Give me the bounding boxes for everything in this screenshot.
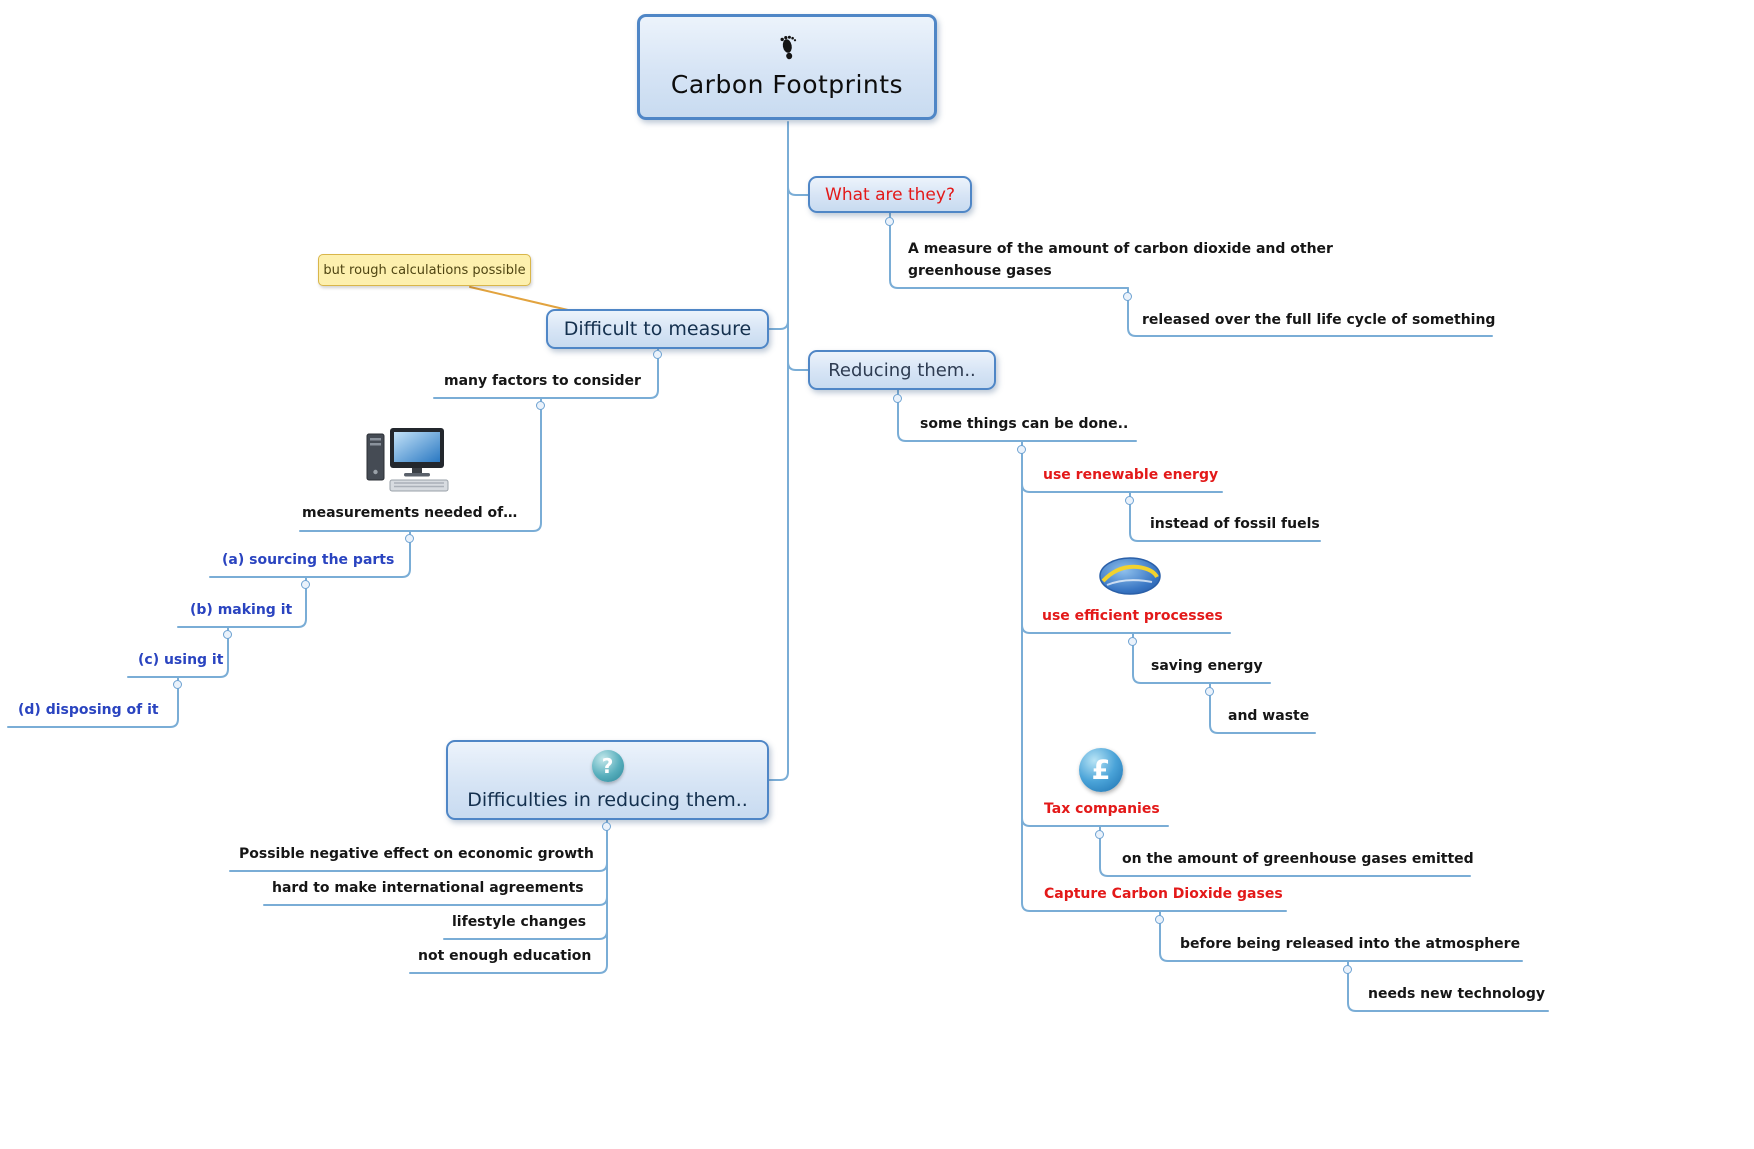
node-released-lifecycle[interactable]: released over the full life cycle of som… xyxy=(1142,312,1496,328)
collapse-toggle[interactable] xyxy=(885,217,894,226)
collapse-toggle[interactable] xyxy=(1128,637,1137,646)
branch-what-are-they[interactable]: What are they? xyxy=(808,176,972,213)
node-instead-fossil-fuels[interactable]: instead of fossil fuels xyxy=(1150,516,1320,532)
collapse-toggle[interactable] xyxy=(893,394,902,403)
node-use-efficient-processes[interactable]: use efficient processes xyxy=(1042,608,1223,624)
node-measure-definition[interactable]: A measure of the amount of carbon dioxid… xyxy=(908,241,1333,279)
collapse-toggle[interactable] xyxy=(223,630,232,639)
callout-text: but rough calculations possible xyxy=(323,262,526,278)
collapse-toggle[interactable] xyxy=(1343,965,1352,974)
computer-icon xyxy=(366,426,450,496)
node-not-enough-education[interactable]: not enough education xyxy=(418,948,592,964)
node-lifestyle-changes[interactable]: lifestyle changes xyxy=(452,914,587,930)
node-saving-energy[interactable]: saving energy xyxy=(1151,658,1263,674)
branch-label: Reducing them.. xyxy=(828,359,976,381)
page-title: Carbon Footprints xyxy=(670,70,904,99)
branch-difficulties-reducing[interactable]: ? Difficulties in reducing them.. xyxy=(446,740,769,820)
collapse-toggle[interactable] xyxy=(1155,915,1164,924)
branch-label: What are they? xyxy=(825,184,955,205)
node-sourcing-parts[interactable]: (a) sourcing the parts xyxy=(222,552,395,568)
node-before-released[interactable]: before being released into the atmospher… xyxy=(1180,936,1521,952)
energy-logo-icon xyxy=(1098,556,1162,600)
node-disposing-it[interactable]: (d) disposing of it xyxy=(18,702,159,718)
collapse-toggle[interactable] xyxy=(301,580,310,589)
collapse-toggle[interactable] xyxy=(653,350,662,359)
node-some-things[interactable]: some things can be done.. xyxy=(920,416,1129,432)
branch-reducing-them[interactable]: Reducing them.. xyxy=(808,350,996,390)
node-and-waste[interactable]: and waste xyxy=(1228,708,1310,724)
collapse-toggle[interactable] xyxy=(1095,830,1104,839)
node-measurements-needed[interactable]: measurements needed of… xyxy=(302,505,518,521)
footprint-icon xyxy=(778,35,797,64)
node-tax-companies[interactable]: Tax companies xyxy=(1044,801,1160,817)
collapse-toggle[interactable] xyxy=(1125,496,1134,505)
collapse-toggle[interactable] xyxy=(173,680,182,689)
node-using-it[interactable]: (c) using it xyxy=(138,652,224,668)
collapse-toggle[interactable] xyxy=(1123,292,1132,301)
collapse-toggle[interactable] xyxy=(602,822,611,831)
branch-label: Difficult to measure xyxy=(563,318,752,340)
collapse-toggle[interactable] xyxy=(1205,687,1214,696)
collapse-toggle[interactable] xyxy=(536,401,545,410)
node-needs-new-technology[interactable]: needs new technology xyxy=(1368,986,1546,1002)
branch-difficult-to-measure[interactable]: Difficult to measure xyxy=(546,309,769,349)
node-economic-growth[interactable]: Possible negative effect on economic gro… xyxy=(239,846,594,862)
pound-icon: £ xyxy=(1079,748,1123,792)
node-capture-co2[interactable]: Capture Carbon Dioxide gases xyxy=(1044,886,1283,902)
node-many-factors[interactable]: many factors to consider xyxy=(444,373,641,389)
topic-carbon-footprints[interactable]: Carbon Footprints xyxy=(637,14,937,120)
node-tax-amount-emitted[interactable]: on the amount of greenhouse gases emitte… xyxy=(1122,851,1474,867)
callout-rough-calculations[interactable]: but rough calculations possible xyxy=(318,254,531,286)
node-international-agreements[interactable]: hard to make international agreements xyxy=(272,880,584,896)
question-icon: ? xyxy=(591,749,624,782)
node-use-renewable-energy[interactable]: use renewable energy xyxy=(1043,467,1219,483)
collapse-toggle[interactable] xyxy=(1017,445,1026,454)
node-making-it[interactable]: (b) making it xyxy=(190,602,293,618)
collapse-toggle[interactable] xyxy=(405,534,414,543)
branch-label: Difficulties in reducing them.. xyxy=(467,788,748,811)
